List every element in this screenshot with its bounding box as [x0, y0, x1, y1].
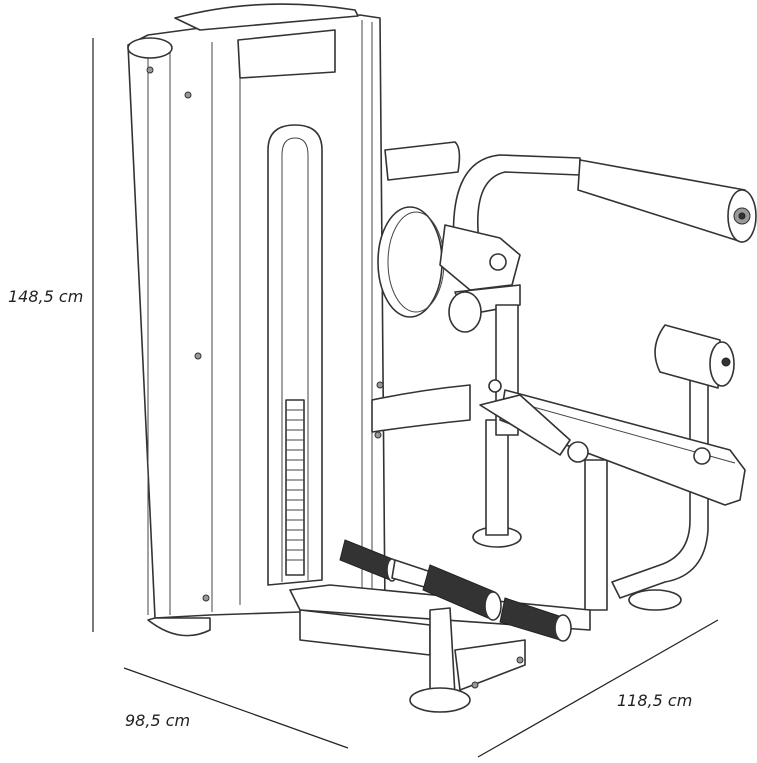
foot-rollers [339, 539, 572, 642]
back-extension-machine [127, 3, 757, 713]
depth-dimension-line [123, 667, 349, 749]
height-label: 148,5 cm [8, 287, 84, 306]
width-dimension-line [477, 619, 719, 758]
weight-stack [285, 399, 305, 576]
width-label: 118,5 cm [617, 691, 693, 710]
depth-label: 98,5 cm [125, 711, 191, 730]
